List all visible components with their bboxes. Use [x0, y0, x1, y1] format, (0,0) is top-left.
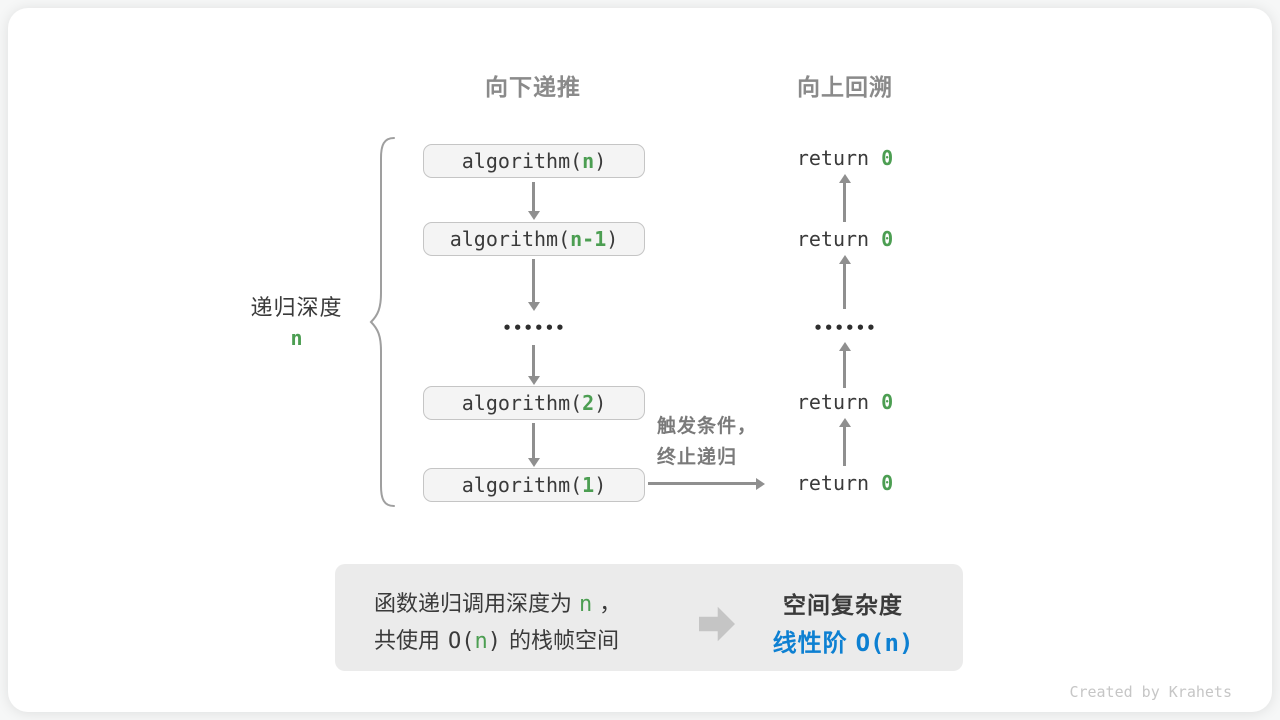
return-label: return 0 — [778, 389, 912, 415]
return-label: return 0 — [778, 226, 912, 252]
return-value: 0 — [881, 390, 894, 414]
complexity-big-o: O(n) — [855, 629, 914, 657]
call-box-n: algorithm(n) — [423, 144, 645, 178]
complexity-order-text: 线性阶 — [772, 630, 848, 657]
down-arrow-icon — [527, 259, 540, 311]
up-arrow-icon — [838, 418, 851, 466]
depth-brace-icon — [369, 137, 395, 507]
code-text: algorithm( — [461, 391, 583, 415]
summary-text: 共使用 — [374, 628, 441, 653]
header-upward-backtrack: 向上回溯 — [797, 74, 893, 100]
call-box-1: algorithm(1) — [423, 468, 645, 502]
up-arrow-icon — [838, 174, 851, 222]
right-arrow-icon — [648, 477, 765, 490]
summary-text: 函数递归调用深度为 — [374, 591, 573, 616]
call-box-2: algorithm(2) — [423, 386, 645, 420]
return-value: 0 — [881, 146, 894, 170]
code-text: algorithm( — [461, 149, 583, 173]
code-text: ) — [594, 149, 607, 173]
code-arg: 2 — [582, 391, 595, 415]
code-text: return — [796, 146, 882, 170]
call-box-n-1: algorithm(n-1) — [423, 222, 645, 256]
depth-value: n — [290, 326, 303, 350]
code-text: ) — [606, 227, 619, 251]
code-arg: n-1 — [570, 227, 607, 251]
call-ellipsis: •••••• — [502, 319, 566, 337]
big-o-code: O( — [448, 629, 475, 654]
summary-depth-value: n — [579, 592, 593, 617]
code-text: return — [796, 227, 882, 251]
down-arrow-icon — [527, 423, 540, 467]
trigger-condition-line2: 终止递归 — [657, 447, 738, 468]
summary-left-line2: 共使用 O(n) 的栈帧空间 — [374, 628, 694, 655]
space-complexity-title: 空间复杂度 — [783, 592, 903, 618]
return-value: 0 — [881, 471, 894, 495]
return-label: return 0 — [778, 470, 912, 496]
return-ellipsis: •••••• — [813, 319, 877, 337]
down-arrow-icon — [527, 345, 540, 385]
up-arrow-icon — [838, 255, 851, 309]
summary-text: ， — [599, 591, 622, 616]
depth-label: 递归深度 — [250, 295, 343, 320]
space-complexity-result: 线性阶 O(n) — [753, 623, 933, 658]
header-downward-recursion: 向下递推 — [485, 74, 581, 100]
code-arg: 1 — [582, 473, 595, 497]
summary-text: 的栈帧空间 — [509, 628, 620, 653]
code-text: ) — [594, 391, 607, 415]
code-arg: n — [582, 149, 595, 173]
code-text: ) — [594, 473, 607, 497]
down-arrow-icon — [527, 182, 540, 220]
code-text: return — [796, 471, 882, 495]
big-o-arg: n — [474, 629, 488, 654]
return-label: return 0 — [778, 145, 912, 171]
trigger-condition-line1: 触发条件， — [657, 416, 758, 437]
code-text: algorithm( — [449, 227, 571, 251]
big-o-code: ) — [487, 629, 502, 654]
block-arrow-icon — [699, 606, 735, 642]
watermark: Created by Krahets — [1069, 683, 1232, 701]
diagram-card: 向下递推 向上回溯 递归深度 n algorithm(n) algorithm(… — [8, 8, 1272, 712]
up-arrow-icon — [838, 342, 851, 388]
code-text: return — [796, 390, 882, 414]
return-value: 0 — [881, 227, 894, 251]
code-text: algorithm( — [461, 473, 583, 497]
